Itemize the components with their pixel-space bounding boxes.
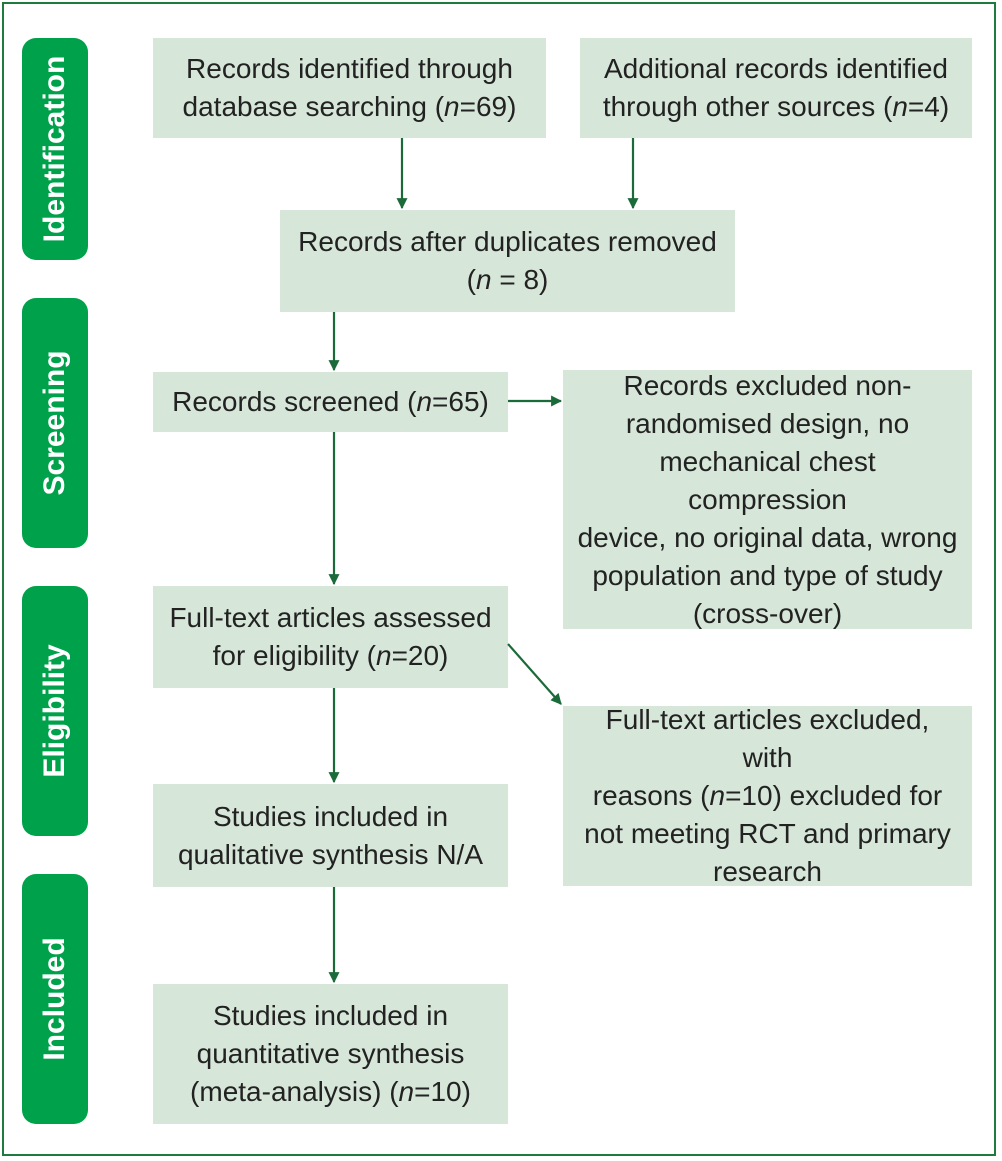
box-fulltext-excluded: Full-text articles excluded, with reason… <box>563 704 972 887</box>
stage-included: Included <box>22 874 88 1124</box>
stage-identification: Identification <box>22 38 88 260</box>
box-other-sources: Additional records identified through ot… <box>580 38 972 138</box>
box-database-search: Records identified through database sear… <box>153 38 546 138</box>
arrow-fulltext-to-excluded <box>507 643 562 705</box>
box-fulltext-assessed: Full-text articles assessed for eligibil… <box>153 586 508 688</box>
stage-screening: Screening <box>22 298 88 548</box>
box-qualitative-synthesis: Studies included in qualitative synthesi… <box>153 784 508 887</box>
stage-eligibility: Eligibility <box>22 586 88 836</box>
box-quantitative-synthesis: Studies included in quantitative synthes… <box>153 984 508 1124</box>
box-records-screened: Records screened (n=65) <box>153 372 508 432</box>
box-duplicates-removed: Records after duplicates removed (n = 8) <box>280 210 735 312</box>
box-records-excluded: Records excluded non- randomised design,… <box>563 370 972 629</box>
